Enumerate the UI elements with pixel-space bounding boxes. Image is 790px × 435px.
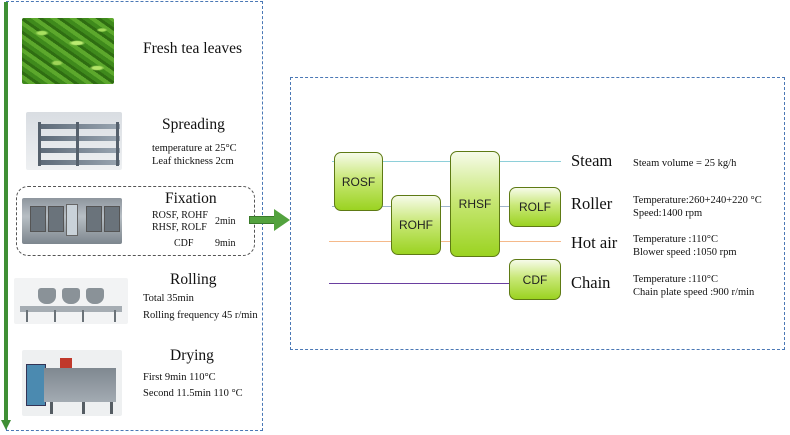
rosf-node: ROSF [334, 152, 383, 211]
hot-air-temperature: Temperature :110°C [633, 234, 719, 245]
hot-air-label: Hot air [571, 233, 618, 252]
chain-label: Chain [571, 273, 611, 292]
fresh-tea-leaves-title: Fresh tea leaves [143, 40, 242, 57]
rolling-frequency: Rolling frequency 45 r/min [143, 310, 258, 321]
connector-arrow [249, 216, 275, 224]
rolling-title: Rolling [170, 271, 217, 288]
roller-speed: Speed:1400 rpm [633, 208, 703, 219]
fixation-methods-panel [290, 77, 785, 350]
steam-label: Steam [571, 151, 613, 170]
steam-volume: Steam volume = 25 kg/h [633, 158, 737, 169]
process-flow-arrowhead [1, 420, 11, 430]
fixation-methods-line1: ROSF, ROHF [152, 210, 208, 221]
fresh-tea-leaves-image [22, 18, 114, 84]
chain-line [329, 283, 561, 285]
chain-plate-speed: Chain plate speed :900 r/min [633, 287, 755, 298]
rolling-machine-image [14, 278, 128, 324]
spreading-machine-image [26, 112, 122, 170]
process-flow-arrow [4, 2, 8, 422]
cdf-node: CDF [509, 259, 561, 300]
chain-temperature: Temperature :110°C [633, 274, 719, 285]
fixation-methods-line2: RHSF, ROLF [152, 222, 207, 233]
spreading-temperature: temperature at 25°C [152, 143, 237, 154]
connector-arrowhead [274, 209, 290, 231]
hot-air-line [329, 241, 561, 243]
drying-second-stage: Second 11.5min 110 °C [143, 388, 243, 399]
drying-title: Drying [170, 347, 214, 364]
hot-air-blower-speed: Blower speed :1050 rpm [633, 247, 737, 258]
rhsf-node: RHSF [450, 151, 500, 257]
rolling-total-time: Total 35min [143, 293, 194, 304]
rohf-node: ROHF [391, 195, 441, 255]
spreading-leaf-thickness: Leaf thickness 2cm [152, 156, 234, 167]
fixation-time-1: 2min [215, 216, 236, 227]
fixation-title: Fixation [165, 190, 217, 207]
roller-temperature: Temperature:260+240+220 °C [633, 195, 762, 206]
drying-first-stage: First 9min 110°C [143, 372, 216, 383]
fixation-cdf-label: CDF [174, 238, 194, 249]
roller-line [332, 206, 561, 208]
roller-label: Roller [571, 194, 613, 213]
fixation-machine-image [22, 198, 122, 244]
steam-line [332, 161, 561, 163]
rolf-node: ROLF [509, 187, 561, 227]
fixation-time-2: 9min [215, 238, 236, 249]
spreading-title: Spreading [162, 116, 225, 133]
drying-machine-image [22, 350, 122, 416]
